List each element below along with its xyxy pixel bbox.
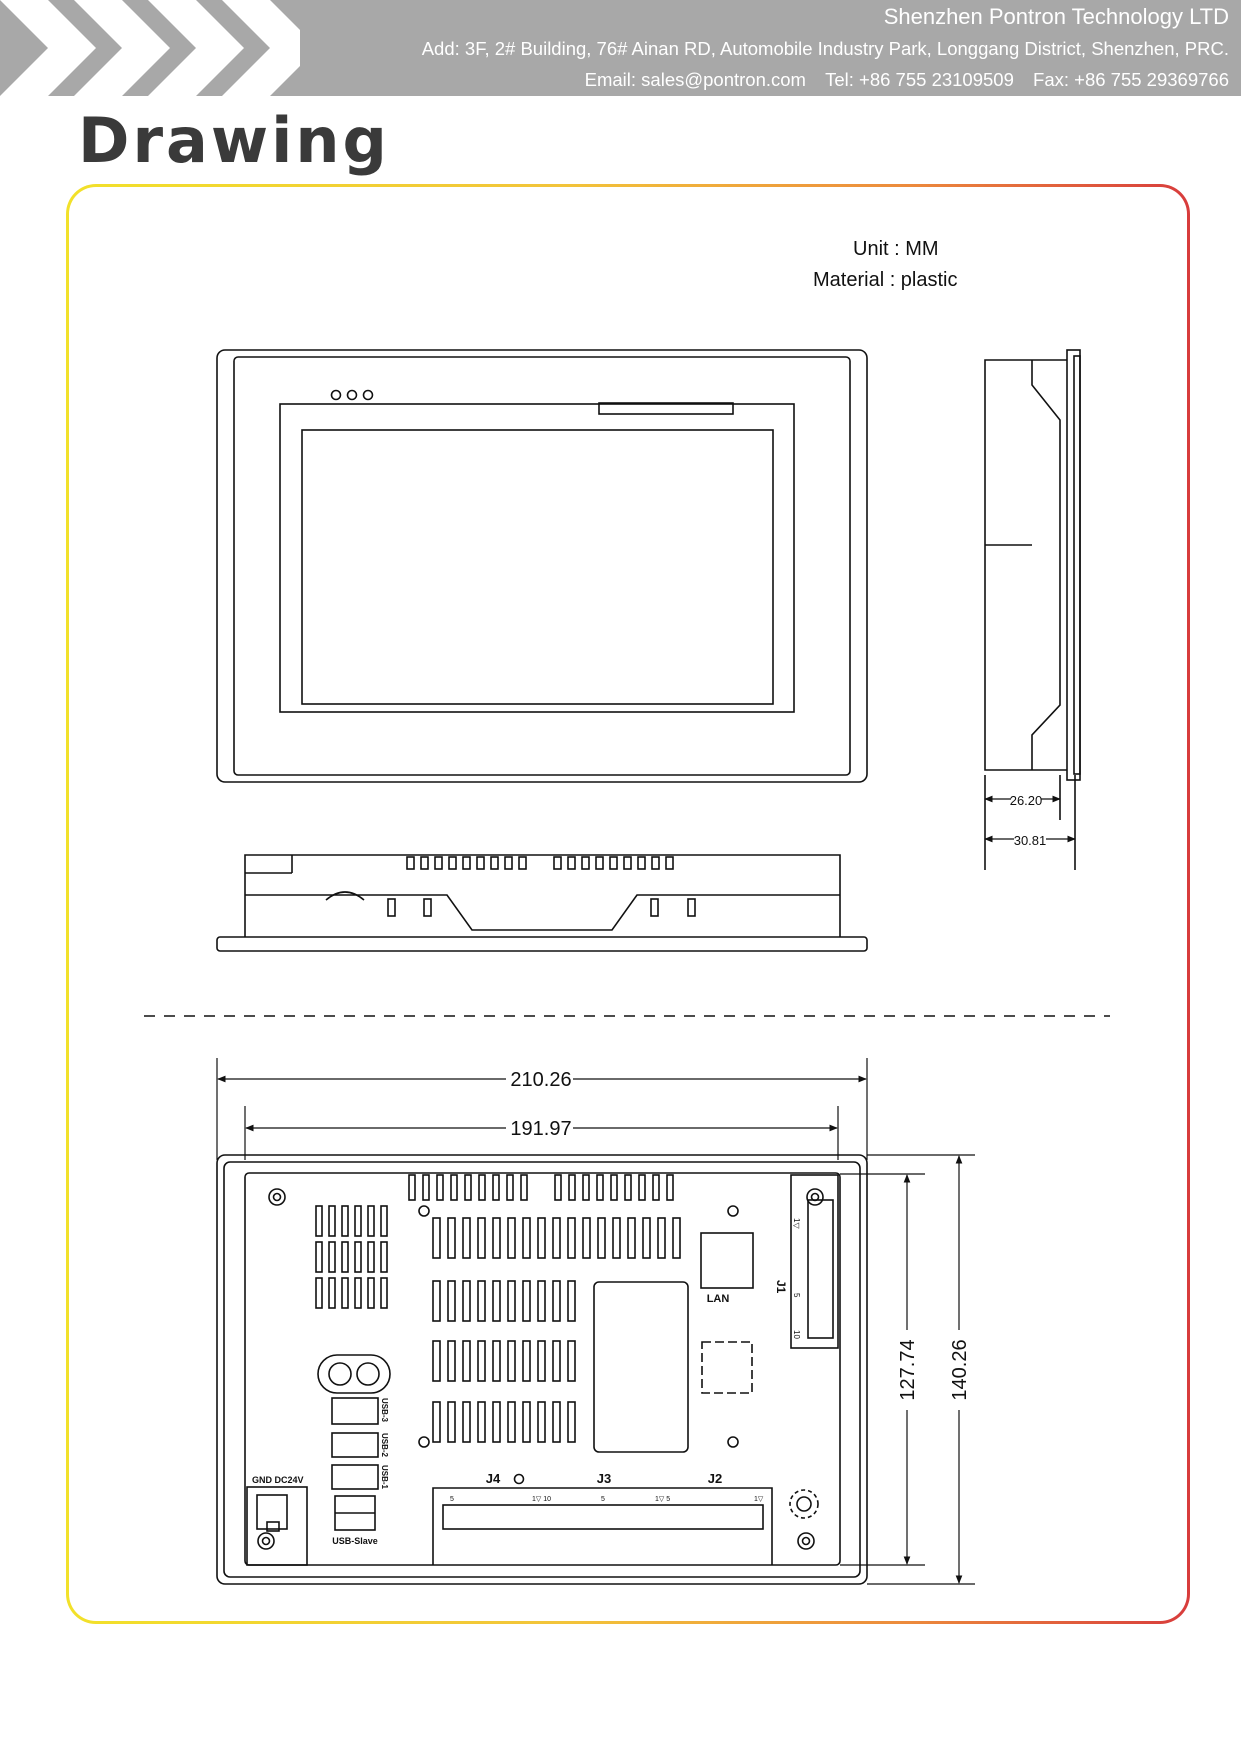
front-view [216,349,868,783]
j2-label: J2 [708,1471,722,1486]
j1-label: J1 [774,1280,788,1294]
power-label: GND DC24V [252,1475,304,1485]
width-inner-label: 191.97 [510,1118,571,1140]
lan-label: LAN [707,1293,730,1305]
contact-tel: Tel: +86 755 23109509 [825,69,1014,90]
page-title: Drawing [78,104,390,177]
usb1-label: USB-1 [380,1465,389,1490]
height-inner-label: 127.74 [897,1339,919,1400]
chevron-arrows-icon [0,0,300,96]
width-outer-label: 210.26 [510,1069,571,1091]
depth-total-label: 30.81 [1014,833,1047,848]
contact-fax: Fax: +86 755 29369766 [1033,69,1229,90]
usb-slave-label: USB-Slave [332,1536,378,1546]
j1-pin-1: 1▽ [792,1218,801,1229]
usb2-label: USB-2 [380,1433,389,1458]
company-contact: Email: sales@pontron.com Tel: +86 755 23… [585,69,1229,91]
width-dimensions [216,1058,868,1160]
j3-pin-5: 5 [601,1496,605,1503]
j3-pin-1-5: 1▽ 5 [655,1496,670,1503]
depth-body-label: 26.20 [1010,793,1043,808]
back-view [216,1154,868,1585]
j4-pin-5: 5 [450,1496,454,1503]
page-header: Shenzhen Pontron Technology LTD Add: 3F,… [0,0,1241,96]
company-address: Add: 3F, 2# Building, 76# Ainan RD, Auto… [421,38,1229,59]
j1-pin-5: 5 [792,1293,801,1298]
side-view [984,349,1081,870]
company-name: Shenzhen Pontron Technology LTD [883,4,1229,29]
j4-label: J4 [486,1471,501,1486]
material-note: Material : plastic [813,269,958,291]
j2-pin-1: 1▽ [754,1496,764,1503]
j4-pin-1-10: 1▽ 10 [532,1496,551,1503]
depth-dimensions [984,795,1076,843]
drawing-frame [66,184,1190,1624]
contact-email: Email: sales@pontron.com [584,69,806,90]
bottom-view [216,854,868,952]
j3-label: J3 [597,1471,611,1486]
height-dimensions [840,1154,975,1585]
j1-pin-10: 10 [792,1330,801,1339]
unit-note: Unit : MM [853,238,939,260]
height-outer-label: 140.26 [949,1339,971,1400]
usb3-label: USB-3 [380,1398,389,1423]
